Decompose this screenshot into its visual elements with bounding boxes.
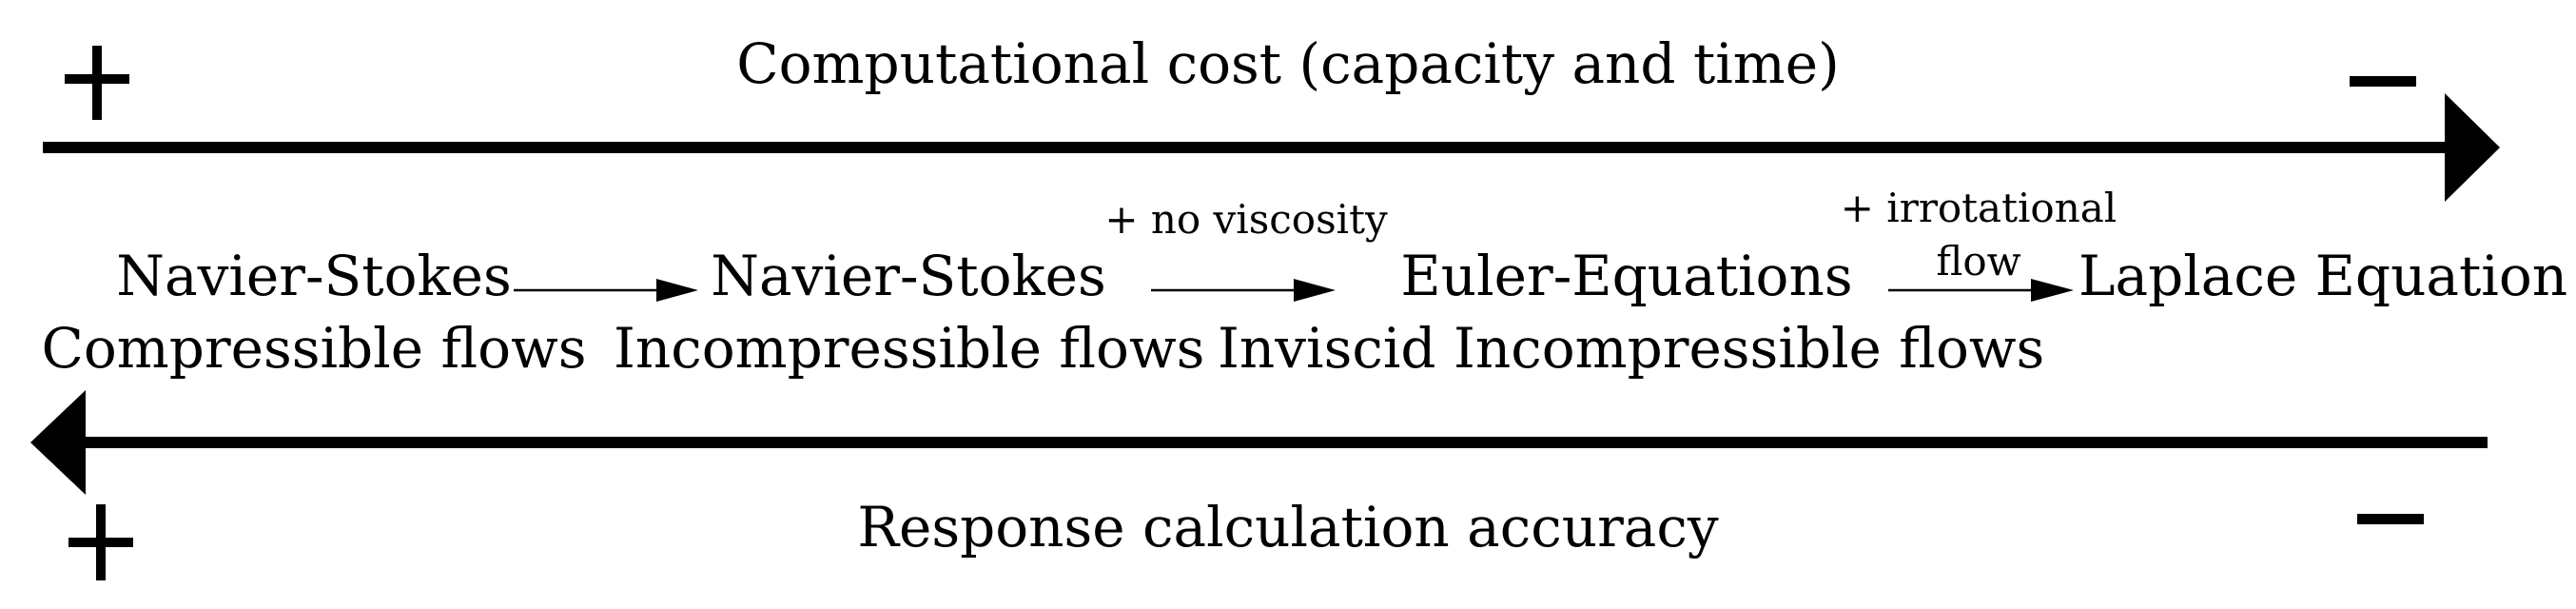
node-laplace: Laplace Equation (2078, 240, 2568, 312)
top-axis-arrow (43, 93, 2500, 202)
node-ns-compressible: Navier-Stokes Compressible flows (38, 240, 590, 384)
node-title: Navier-Stokes (116, 244, 512, 308)
node-title: Laplace Equation (2078, 244, 2568, 308)
transition-arrow-3 (1888, 279, 2074, 302)
node-subtitle: Compressible flows (41, 316, 587, 381)
node-subtitle: Inviscid Incompressible flows (1218, 316, 2045, 381)
node-ns-incompressible: Navier-Stokes Incompressible flows (614, 240, 1205, 384)
transition-label-flow: flow (1936, 238, 2021, 285)
top-axis-label: Computational cost (capacity and time) (736, 31, 1840, 96)
bottom-right-minus-sign (2357, 514, 2424, 524)
node-title: Navier-Stokes (711, 244, 1106, 308)
bottom-left-plus-sign (68, 504, 133, 580)
node-subtitle: Incompressible flows (614, 316, 1205, 381)
bottom-axis-arrow (30, 390, 2488, 495)
transition-label-no-viscosity: + no viscosity (1104, 196, 1388, 243)
node-euler: Euler-Equations Inviscid Incompressible … (1218, 240, 2045, 384)
top-right-minus-sign (2350, 76, 2416, 87)
transition-label-irrotational: + irrotational (1840, 185, 2117, 231)
transition-arrow-1 (514, 279, 698, 302)
node-title: Euler-Equations (1400, 244, 1853, 308)
top-left-plus-sign (65, 46, 129, 120)
transition-arrow-2 (1151, 279, 1336, 302)
bottom-axis-label: Response calculation accuracy (857, 495, 1719, 560)
